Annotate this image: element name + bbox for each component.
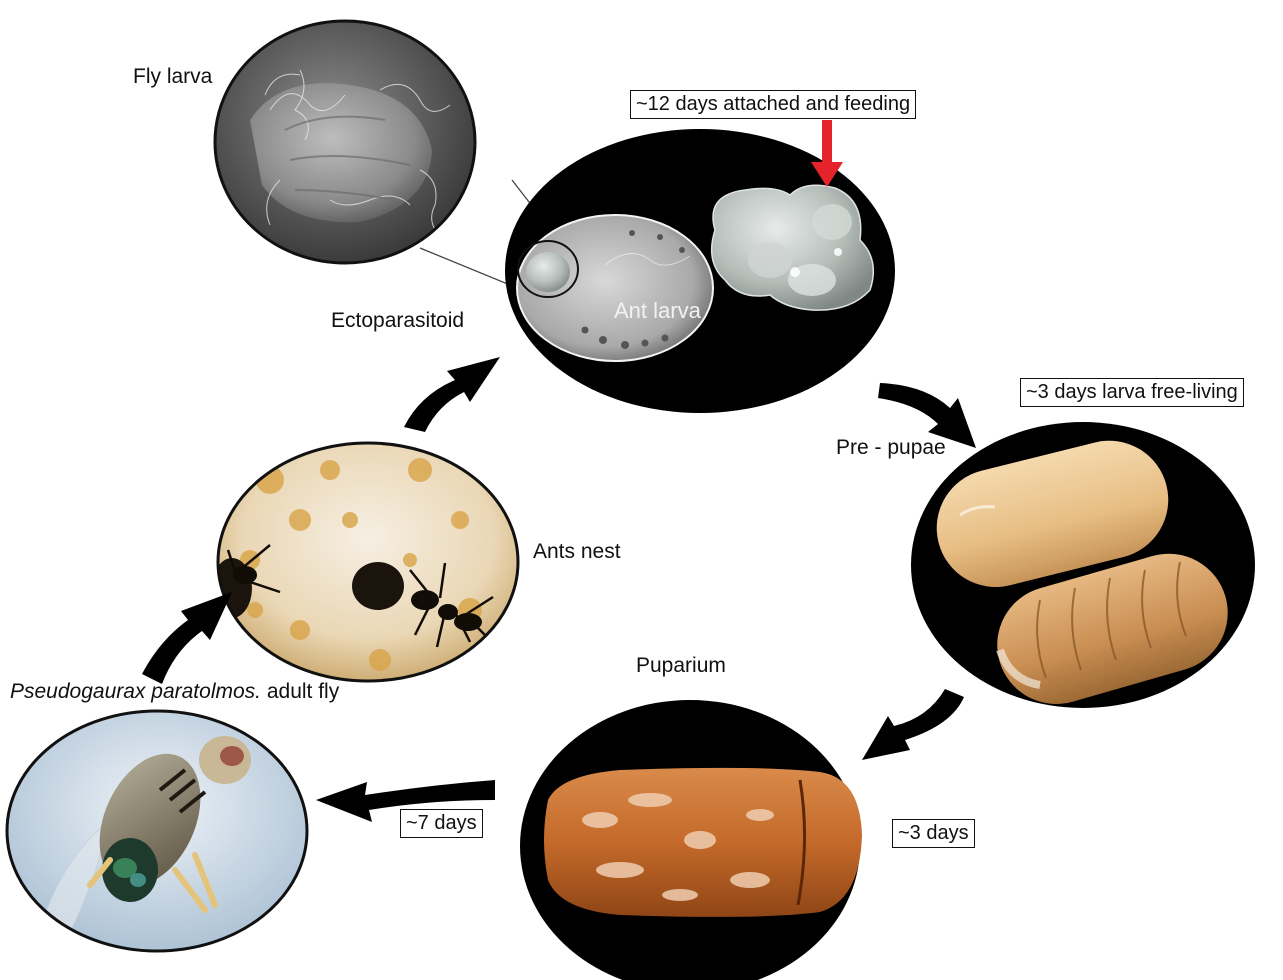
ants-nest-label: Ants nest xyxy=(533,541,621,562)
adult-fly-label: Pseudogaurax paratolmos. adult fly xyxy=(10,681,339,702)
curved-arrow-icon xyxy=(142,592,232,684)
puparium-label: Puparium xyxy=(636,655,726,676)
fly-larva-label: Fly larva xyxy=(133,66,212,87)
pre-pupae-image xyxy=(911,422,1255,718)
ant-larva-label: Ant larva xyxy=(614,300,701,322)
species-name: Pseudogaurax paratolmos. xyxy=(10,680,261,703)
ants-nest-image xyxy=(212,443,518,681)
free-living-duration-box: ~3 days larva free-living xyxy=(1020,378,1244,407)
pre-pupae-label: Pre - pupae xyxy=(836,437,946,458)
ectoparasitoid-label: Ectoparasitoid xyxy=(331,310,464,331)
fly-larva-sem-image xyxy=(215,21,475,263)
curved-arrow-icon xyxy=(862,689,964,760)
puparium-duration-box: ~3 days xyxy=(892,819,975,848)
adult-suffix: adult fly xyxy=(261,680,339,703)
attached-duration-box: ~12 days attached and feeding xyxy=(630,90,916,119)
adult-duration-box: ~7 days xyxy=(400,809,483,838)
puparium-image xyxy=(520,700,862,980)
curved-arrow-icon xyxy=(404,357,500,432)
adult-fly-image xyxy=(7,711,307,951)
